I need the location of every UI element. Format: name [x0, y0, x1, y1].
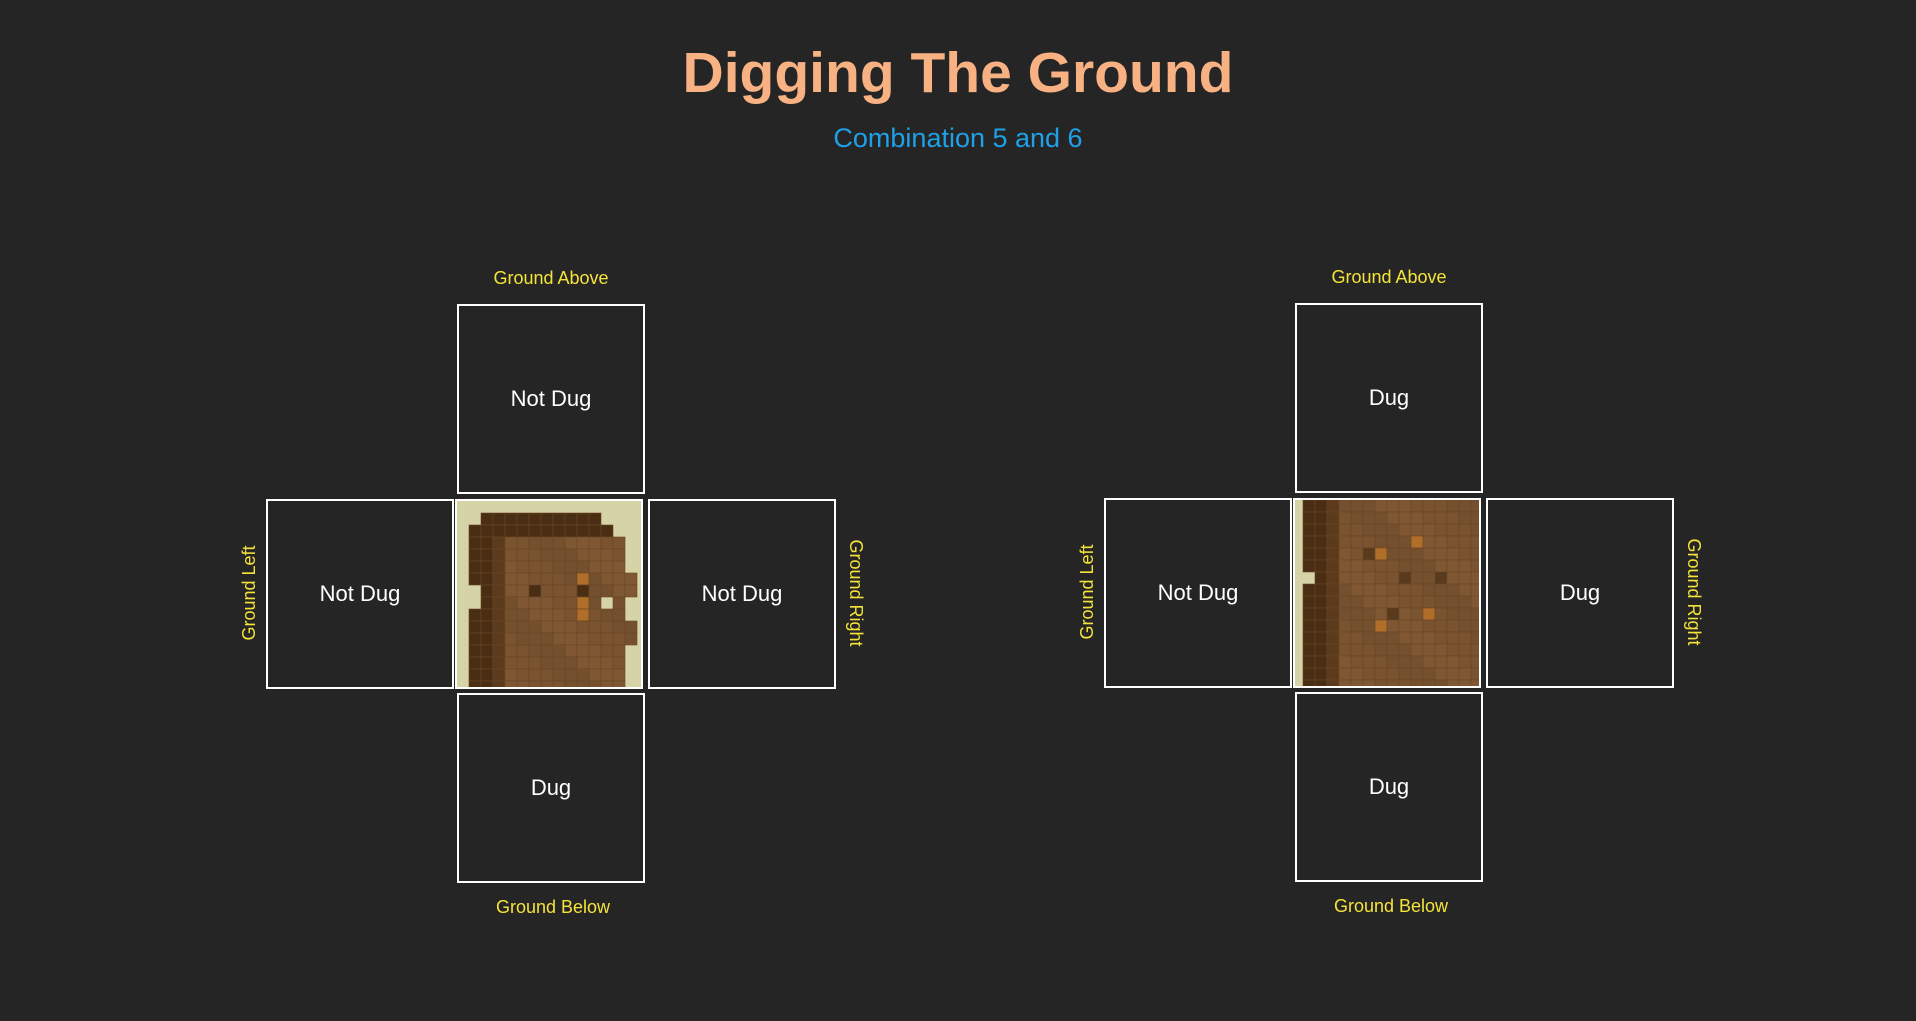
cell-left-state: Not Dug: [1157, 580, 1239, 605]
label-ground-above: Ground Above: [493, 268, 609, 288]
cell-below: Dug: [1295, 692, 1483, 882]
ground-tile-image: [1295, 500, 1479, 686]
cell-right: Not Dug: [648, 499, 836, 689]
cell-below-state: Dug: [530, 775, 572, 800]
label-ground-below: Ground Below: [1333, 896, 1449, 916]
page-subtitle: Combination 5 and 6: [833, 123, 1083, 153]
cell-above-state: Dug: [1368, 385, 1410, 410]
page-title: Digging The Ground: [682, 41, 1234, 105]
label-ground-left: Ground Left: [1077, 544, 1097, 640]
label-ground-above: Ground Above: [1331, 267, 1447, 287]
cell-above: Dug: [1295, 303, 1483, 493]
cell-right-state: Dug: [1559, 580, 1601, 605]
cell-right: Dug: [1486, 498, 1674, 688]
ground-tile-sprite: [1293, 498, 1481, 688]
cell-above: Not Dug: [457, 304, 645, 494]
cell-below: Dug: [457, 693, 645, 883]
cell-above-state: Not Dug: [510, 386, 592, 411]
cell-right-state: Not Dug: [701, 581, 783, 606]
cell-left: Not Dug: [266, 499, 454, 689]
label-ground-right: Ground Right: [1684, 538, 1704, 646]
label-ground-below: Ground Below: [495, 897, 611, 917]
cell-below-state: Dug: [1368, 774, 1410, 799]
ground-tile-sprite: [455, 499, 643, 689]
cell-left-state: Not Dug: [319, 581, 401, 606]
ground-tile-image: [457, 501, 641, 687]
cell-left: Not Dug: [1104, 498, 1292, 688]
